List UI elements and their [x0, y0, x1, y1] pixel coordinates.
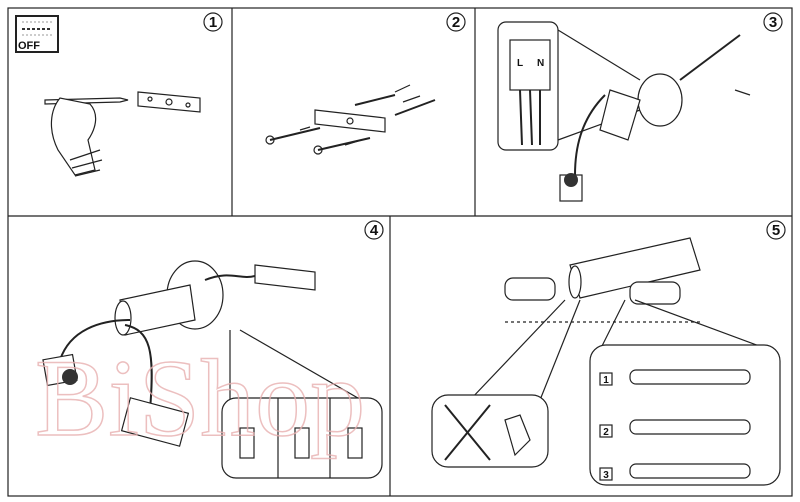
svg-text:5: 5	[772, 222, 780, 239]
svg-text:3: 3	[603, 470, 609, 481]
step-number-1: 1	[204, 13, 222, 31]
step-number-4: 4	[365, 221, 383, 239]
svg-text:N: N	[537, 58, 544, 69]
mounting-bracket-illustration	[138, 92, 200, 112]
step-number-3: 3	[764, 13, 782, 31]
step-number-2: 2	[447, 13, 465, 31]
hand-marking-wall-illustration	[45, 98, 128, 176]
step-number-5: 5	[767, 221, 785, 239]
watermark-logo: BiShop	[35, 337, 365, 459]
lamp-wiring-illustration	[560, 35, 750, 201]
svg-text:2: 2	[452, 14, 460, 31]
svg-text:4: 4	[370, 222, 379, 239]
svg-text:1: 1	[209, 14, 217, 31]
power-off-switch-icon: OFF	[16, 16, 58, 52]
svg-text:L: L	[517, 58, 523, 69]
svg-text:3: 3	[769, 14, 777, 31]
svg-text:OFF: OFF	[18, 40, 40, 52]
svg-text:1: 1	[603, 375, 609, 386]
tube-assembly-illustration	[432, 238, 780, 485]
bracket-with-screws-illustration	[266, 85, 435, 154]
svg-text:2: 2	[603, 427, 609, 438]
